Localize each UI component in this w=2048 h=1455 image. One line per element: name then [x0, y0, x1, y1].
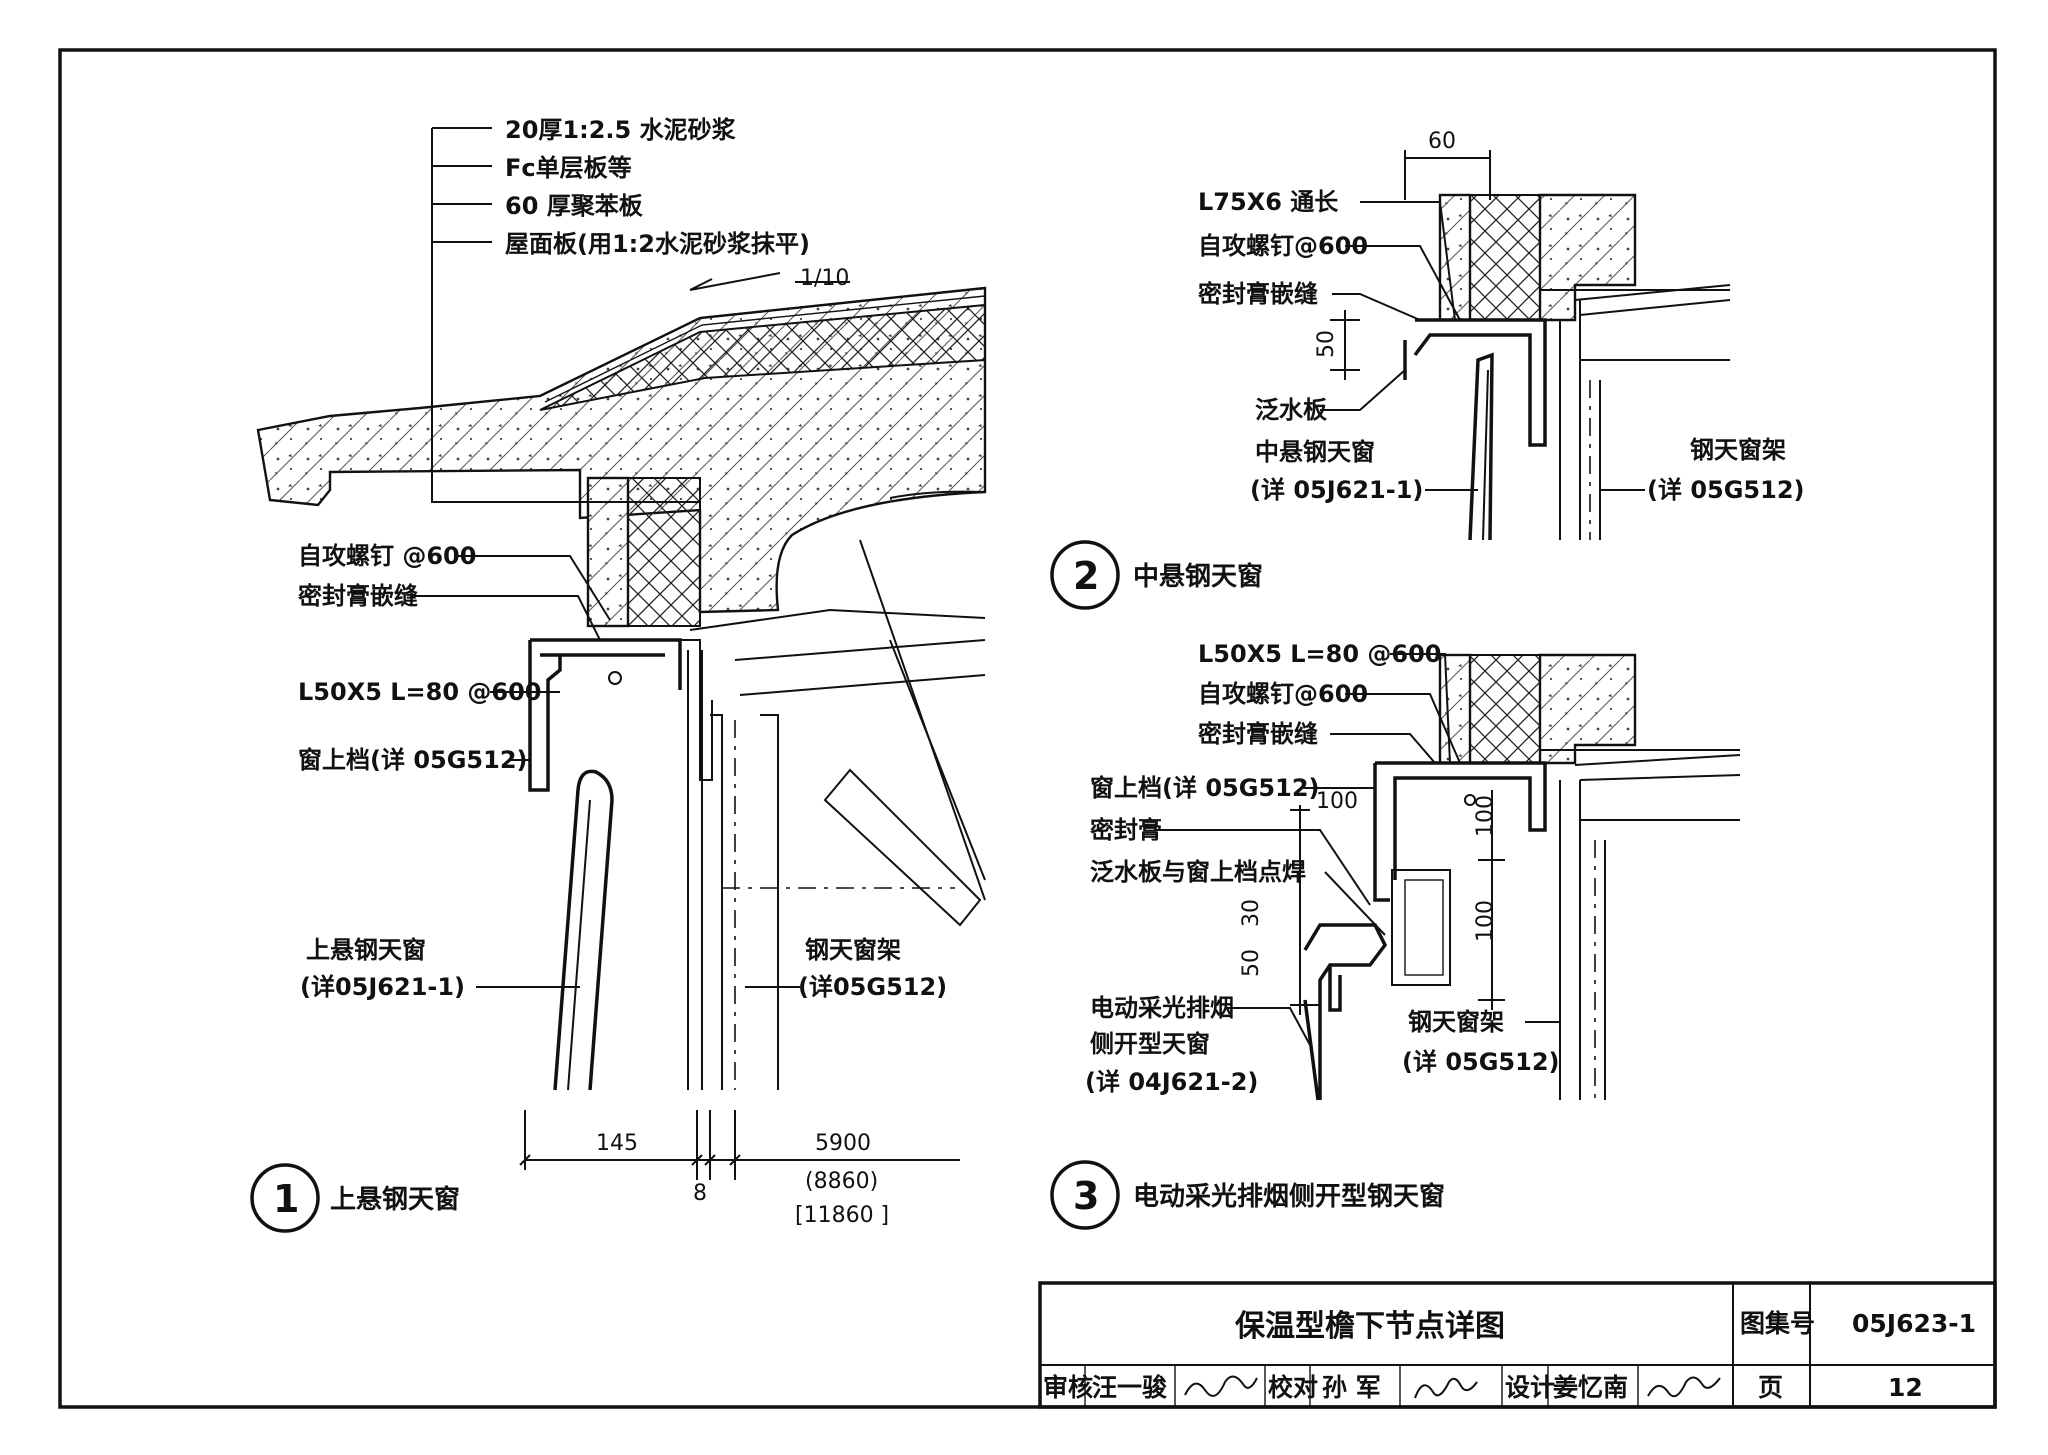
screw-label-d3: 自攻螺钉@600 [1198, 680, 1368, 708]
window-ref-label-d2: (详 05J621-1) [1250, 476, 1423, 504]
sheet-border [58, 48, 1997, 1409]
window-ref-label: (详05J621-1) [300, 973, 465, 1001]
slope-label: 1/10 [800, 266, 849, 291]
sealant-joint-label-d3: 密封膏嵌缝 [1198, 720, 1318, 748]
window-name-label: 上悬钢天窗 [306, 936, 426, 964]
detail-1: 20厚1:2.5 水泥砂浆 Fc单层板等 60 厚聚苯板 屋面板(用1:2水泥砂… [250, 116, 987, 1233]
screw-label-d2: 自攻螺钉@600 [1198, 232, 1368, 260]
sealant-label-d3: 密封膏 [1090, 816, 1162, 844]
window-top-rail [528, 640, 562, 792]
window-top-rail-label: 窗上档(详 05G512) [298, 746, 528, 774]
design-label: 设计 [1505, 1373, 1555, 1402]
detail-number-2: 2 [1073, 554, 1099, 598]
angle-steel-l50 [530, 638, 682, 690]
detail-number-circle-1 [250, 1163, 320, 1233]
designer-signature [1647, 1376, 1721, 1398]
detail-number-circle-2 [1050, 540, 1120, 610]
sealant-joint-label: 密封膏嵌缝 [298, 582, 418, 610]
check-label: 校对 [1268, 1373, 1318, 1402]
frame-name-label: 钢天窗架 [805, 936, 901, 964]
window-top-rail-label-d3: 窗上档(详 05G512) [1090, 774, 1320, 802]
atlas-number: 05J623-1 [1852, 1309, 1976, 1338]
dim-8860: (8860) [805, 1169, 878, 1194]
layer-label-fc-board: Fc单层板等 [505, 154, 632, 182]
frame-name-label-d2: 钢天窗架 [1690, 436, 1786, 464]
dim-11860: [11860 ] [795, 1203, 889, 1228]
page-number: 12 [1888, 1373, 1923, 1402]
layer-label-polystyrene: 60 厚聚苯板 [505, 192, 644, 220]
dim-100-right-lower: 100 [1473, 900, 1498, 942]
page-label: 页 [1758, 1373, 1783, 1402]
frame-ref-label-d3: (详 05G512) [1402, 1048, 1560, 1076]
frame-name-label-d3: 钢天窗架 [1408, 1008, 1504, 1036]
dim-100-right-upper: 100 [1473, 795, 1498, 837]
insulation-layer [539, 303, 986, 411]
designer-name: 姜忆南 [1553, 1373, 1628, 1402]
detail-1-caption: 上悬钢天窗 [330, 1184, 460, 1215]
review-label: 审核 [1043, 1373, 1093, 1402]
detail-number-1: 1 [273, 1177, 299, 1221]
flashing-label-d2: 泛水板 [1255, 396, 1328, 424]
angle-l75-label: L75X6 通长 [1198, 188, 1339, 216]
reviewer-signature [1184, 1375, 1258, 1397]
checker-name: 孙 军 [1322, 1373, 1381, 1402]
detail-number-3: 3 [1073, 1174, 1099, 1218]
title-block: 保温型檐下节点详图 图集号 05J623-1 审核 汪一骏 校对 孙 军 设计 … [1038, 1281, 1997, 1409]
detail-3: 100 100 100 30 50 L50X5 L=80 @600 自攻螺钉@6… [1050, 640, 1741, 1230]
flashing-weld-label: 泛水板与窗上档点焊 [1090, 858, 1306, 886]
checker-signature [1414, 1377, 1478, 1399]
dim-5900: 5900 [815, 1131, 871, 1156]
dim-100-top: 100 [1316, 789, 1358, 814]
detail-3-caption: 电动采光排烟侧开型钢天窗 [1133, 1181, 1445, 1212]
frame-ref-label-d2: (详 05G512) [1647, 476, 1805, 504]
parapet-insulation [627, 477, 701, 627]
dim-50-d3: 50 [1239, 949, 1264, 977]
reviewer-name: 汪一骏 [1092, 1373, 1168, 1402]
detail-number-circle-3 [1050, 1160, 1120, 1230]
detail-2: 60 50 L75X6 通长 自攻螺钉@600 密封膏嵌缝 泛水板 中悬钢天窗 … [1050, 129, 1805, 610]
dim-50-d2: 50 [1314, 330, 1339, 358]
window-name-1-label-d3: 电动采光排烟 [1090, 994, 1234, 1022]
frame-ref-label: (详05G512) [798, 973, 947, 1001]
top-hung-window [553, 769, 614, 1091]
layer-label-roof-panel: 屋面板(用1:2水泥砂浆抹平) [505, 230, 810, 258]
parapet-wall [586, 476, 630, 628]
screw-label: 自攻螺钉 @600 [298, 542, 476, 570]
atlas-label: 图集号 [1740, 1309, 1815, 1338]
dim-8: 8 [693, 1181, 707, 1206]
dim-145: 145 [596, 1131, 638, 1156]
detail-2-caption: 中悬钢天窗 [1133, 561, 1263, 592]
window-ref-label-d3: (详 04J621-2) [1085, 1068, 1258, 1096]
dim-60: 60 [1428, 129, 1456, 154]
sealant-joint-label-d2: 密封膏嵌缝 [1198, 280, 1318, 308]
layer-label-mortar: 20厚1:2.5 水泥砂浆 [505, 116, 737, 144]
window-name-label-d2: 中悬钢天窗 [1255, 438, 1375, 466]
drawing-title: 保温型檐下节点详图 [1235, 1309, 1505, 1344]
window-name-2-label-d3: 侧开型天窗 [1090, 1030, 1210, 1058]
dim-30: 30 [1239, 899, 1264, 927]
